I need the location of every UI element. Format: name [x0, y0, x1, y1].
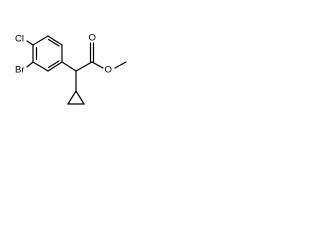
atom-label-ester-oxygen: O — [105, 65, 112, 76]
bond-alpha-to-carbonyl — [75, 61, 93, 72]
ring-bond-c1-c2 — [47, 35, 63, 46]
atom-label-br: Br — [15, 65, 25, 76]
bond-ring-to-cl — [26, 40, 34, 46]
bond-ring-to-alpha-carbon — [61, 61, 77, 72]
cyclopropyl-bond-3 — [75, 90, 85, 105]
ring-bond-c6-c1 — [32, 35, 49, 46]
atom-label-carbonyl-oxygen: O — [89, 33, 96, 44]
bond-ring-to-br — [26, 61, 34, 68]
ring-bond-c4-c5 — [32, 61, 49, 72]
bond-ester-o-to-methyl — [114, 61, 127, 69]
ring-bond-c3-c4 — [47, 61, 63, 72]
cyclopropyl-bond-1 — [67, 90, 77, 105]
ring-double-bond-inner-1 — [47, 38, 60, 47]
cyclopropyl-ring — [67, 90, 85, 105]
bond-carbonyl-to-ester-o — [91, 61, 104, 69]
chemical-structure-diagram: Cl Br O O — [15, 33, 127, 105]
ring-double-bond-inner-2 — [47, 60, 60, 69]
benzene-ring — [32, 35, 63, 72]
atom-label-cl: Cl — [15, 34, 24, 45]
